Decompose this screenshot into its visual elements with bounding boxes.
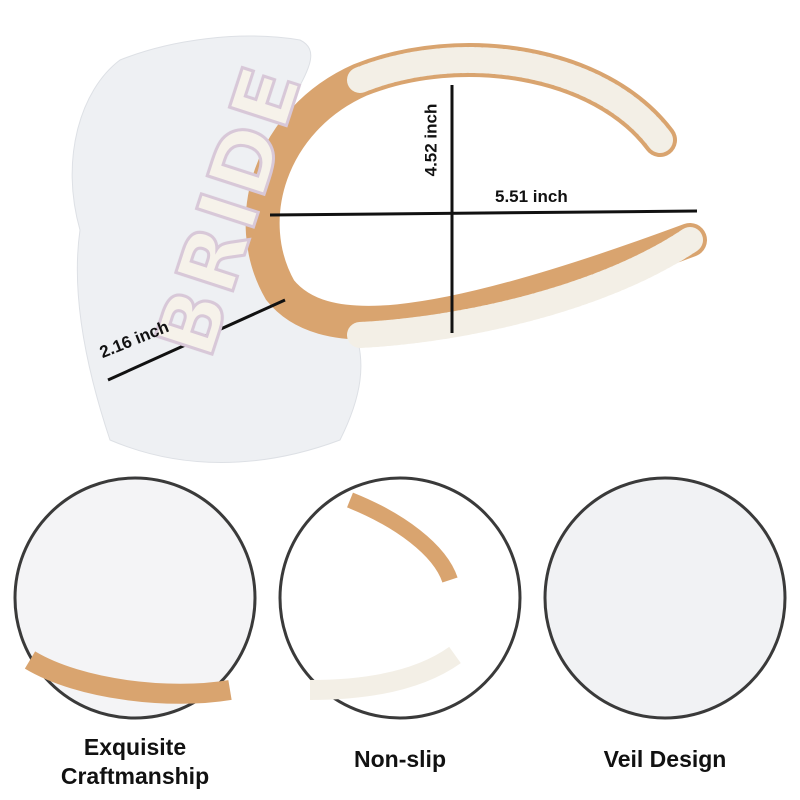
headband-pearls: [347, 47, 703, 348]
veil: [71, 35, 362, 463]
detail-lining: [24, 651, 232, 704]
measurement-lines: [107, 85, 698, 382]
feature-caption-non-slip: Non-slip: [354, 746, 446, 772]
feature-caption-veil: Veil Design: [603, 746, 727, 772]
width-label: 5.51 inch: [495, 187, 568, 206]
feature-caption-craftmanship: Exquisite Craftmanship: [60, 734, 210, 789]
detail-circles: [13, 476, 787, 720]
detail-band-top: [347, 492, 458, 583]
height-label: 4.52 inch: [421, 103, 441, 177]
detail-band-bottom: [309, 646, 461, 700]
